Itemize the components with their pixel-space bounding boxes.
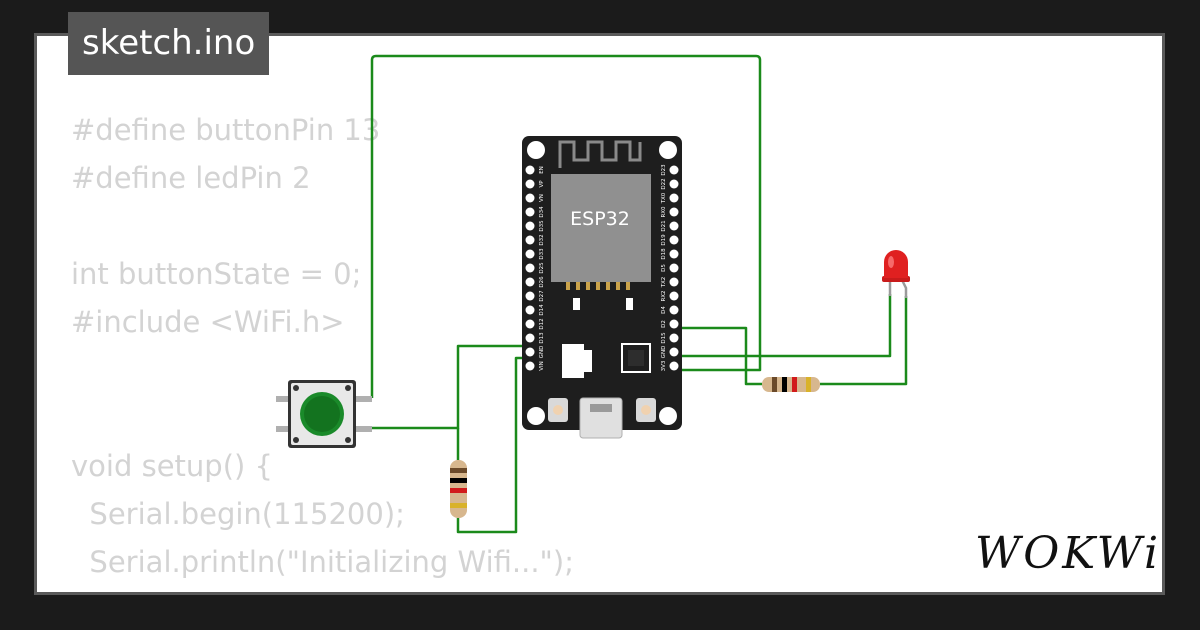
pin-label: D13 — [539, 332, 545, 344]
wire-resistor-to-led — [820, 296, 908, 386]
pin-label: D25 — [539, 262, 545, 274]
pin-label: TX2 — [661, 277, 667, 289]
pin-label: VP — [539, 180, 545, 188]
wire-resistor-to-gnd — [456, 356, 532, 534]
right-pin-labels: D23D22TX0RX0D21D19D18D5TX2RX2D4D2D15GND3… — [661, 164, 667, 372]
pin-label: D18 — [661, 248, 667, 260]
code-line: Serial.println("Initializing Wifi..."); — [71, 545, 574, 579]
resistor-pulldown[interactable] — [450, 460, 467, 518]
voltage-regulator — [562, 344, 584, 378]
code-line: Serial.begin(115200); — [71, 497, 405, 531]
pin-label: D14 — [539, 304, 545, 316]
file-name-tab: sketch.ino — [68, 12, 270, 75]
pin-label: D5 — [661, 264, 667, 272]
pin-label: D19 — [661, 234, 667, 246]
esp32-chip — [551, 174, 651, 282]
wire-button-to-d13 — [372, 344, 532, 430]
code-line: int buttonState = 0; — [71, 257, 362, 291]
pin-label: D12 — [539, 318, 545, 329]
pin-label: D21 — [661, 220, 667, 231]
chip-label: ESP32 — [570, 208, 630, 230]
pin-label: 3V3 — [661, 360, 667, 371]
wires — [370, 54, 908, 534]
code-preview: #define buttonPin 13 #define ledPin 2 int… — [71, 106, 574, 592]
pin-label: TX0 — [661, 192, 667, 204]
pin-label: D15 — [661, 332, 667, 344]
code-line: void setup() { — [71, 449, 273, 483]
resistor-led[interactable] — [762, 377, 820, 392]
pin-label: D34 — [539, 206, 545, 218]
pin-label: VIN — [539, 361, 545, 371]
wire-button-to-3v3 — [370, 54, 762, 398]
antenna-trace — [558, 140, 642, 168]
left-header-pins — [525, 165, 535, 371]
led[interactable] — [882, 250, 910, 298]
pin-label: EN — [539, 166, 545, 174]
pin-label: D32 — [539, 234, 545, 245]
right-header-pins — [669, 165, 679, 371]
pin-label: D35 — [539, 220, 545, 232]
pin-label: VN — [539, 194, 545, 202]
usb-uart-chip — [621, 343, 651, 373]
pin-label: RX0 — [661, 206, 667, 218]
code-line: #define ledPin 2 — [71, 161, 311, 195]
pushbutton[interactable] — [276, 380, 372, 448]
code-line: #include <WiFi.h> — [71, 305, 345, 339]
wire-gnd-to-led — [672, 294, 892, 358]
pin-label: D2 — [661, 320, 667, 328]
pin-label: GND — [539, 346, 545, 359]
pin-label: D33 — [539, 248, 545, 260]
pin-label: RX2 — [661, 290, 667, 301]
preview-card: #define buttonPin 13 #define ledPin 2 int… — [34, 33, 1165, 595]
wokwi-logo: WOKWi — [975, 528, 1162, 579]
pin-label: D26 — [539, 276, 545, 288]
pin-label: GND — [661, 346, 667, 359]
pin-label: D23 — [661, 164, 667, 176]
pin-label: D4 — [661, 306, 667, 314]
pin-label: D27 — [539, 290, 545, 302]
code-line: #define buttonPin 13 — [71, 113, 381, 147]
pin-label: D22 — [661, 178, 667, 189]
